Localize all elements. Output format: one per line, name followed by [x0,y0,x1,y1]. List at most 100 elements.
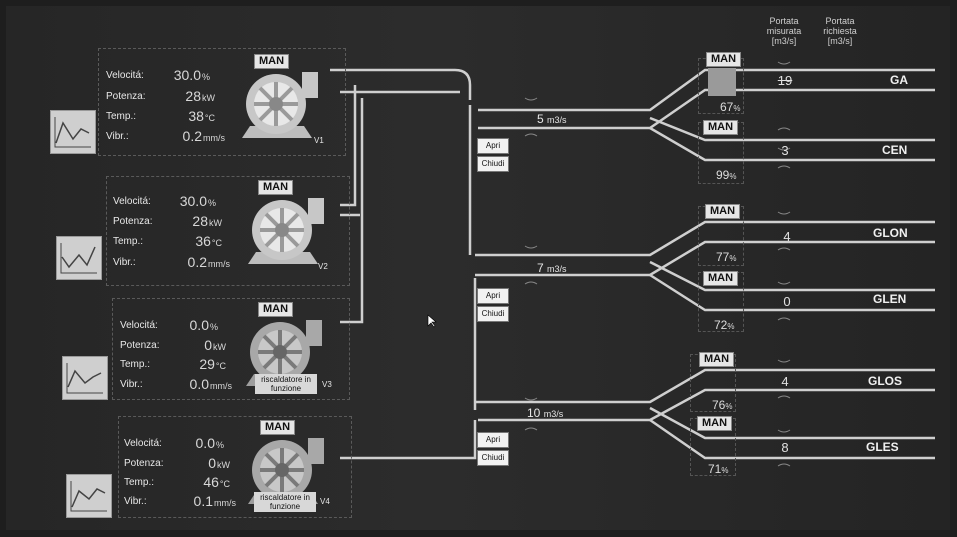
pipe-fan3-out [340,98,364,324]
fan-icon [242,72,318,138]
measured-flow: 3 [781,143,789,158]
measured-flow: 4 [781,374,789,389]
pipe-fan4-out [340,420,477,460]
branch-name: GA [890,73,908,87]
header-3 [473,278,935,422]
value-speed: 30.0% [179,193,216,209]
label-speed: Velocitá: [120,320,158,331]
label-vibr: Vibr.: [124,496,147,507]
branch-name: CEN [882,143,908,157]
header-2 [475,220,935,277]
measured-flow: 19 [777,73,793,88]
label-vibr: Vibr.: [106,131,129,142]
label-power: Potenza: [120,340,160,351]
value-temp: 36°C [195,233,222,249]
heater-status: riscaldatore in funzione [255,374,317,394]
branch-name: GLEN [873,292,907,306]
branch-name: GLES [866,440,899,454]
valve-icon[interactable] [708,68,736,96]
pipe-fan2-out [340,85,360,217]
label-power: Potenza: [106,91,146,102]
fan-panel-v3[interactable] [112,298,350,400]
label-vibr: Vibr.: [113,257,136,268]
value-speed: 30.0% [173,67,210,83]
fan-panel-v2[interactable] [106,176,350,286]
open-button-1[interactable]: Apri [477,138,509,154]
label-temp: Temp.: [120,359,151,370]
valve-opening: 77% [716,250,737,264]
label-vibr: Vibr.: [120,379,143,390]
label-speed: Velocitá: [106,70,144,81]
measured-flow: 4 [783,229,791,244]
close-button-2[interactable]: Chiudi [477,306,509,322]
valve-opening: 71% [708,462,729,476]
valve-opening: 67% [720,100,741,114]
value-power: 0kW [204,337,226,353]
value-power: 28kW [185,88,215,104]
fan-panel-v1[interactable] [98,48,346,156]
value-vibr: 0.0mm/s [189,376,232,392]
header-1b [649,116,935,162]
label-power: Potenza: [113,216,153,227]
mode-badge[interactable]: MAN [258,180,294,195]
label-temp: Temp.: [124,477,155,488]
mode-badge[interactable]: MAN [260,420,296,435]
close-button-3[interactable]: Chiudi [477,450,509,466]
trend-chart-icon[interactable] [56,236,102,280]
branch-name: GLOS [868,374,903,388]
header-requested: Portata richiesta [m3/s] [823,16,857,46]
mode-badge[interactable]: MAN [706,52,742,67]
fan-id: V4 [320,497,330,506]
value-temp: 46°C [203,474,230,490]
value-vibr: 0.2mm/s [187,254,230,270]
value-power: 0kW [208,455,230,471]
measured-flow: 0 [783,294,791,309]
trend-chart-icon[interactable] [62,356,108,400]
value-temp: 29°C [199,356,226,372]
value-speed: 0.0% [195,435,224,451]
heater-status: riscaldatore in funzione [254,492,316,512]
open-button-3[interactable]: Apri [477,432,509,448]
main-flow-3: 10 m3/s [527,406,564,420]
mode-badge[interactable]: MAN [703,120,739,135]
label-temp: Temp.: [106,111,137,122]
mode-badge[interactable]: MAN [703,271,739,286]
fan-icon [248,198,324,264]
label-temp: Temp.: [113,236,144,247]
value-speed: 0.0% [189,317,218,333]
mouse-cursor-icon [427,314,437,328]
header-2b [649,260,935,312]
open-button-2[interactable]: Apri [477,288,509,304]
close-button-1[interactable]: Chiudi [477,156,509,172]
value-vibr: 0.2mm/s [182,128,225,144]
main-flow-2: 7 m3/s [537,261,567,275]
valve-opening: 72% [714,318,735,332]
trend-chart-icon[interactable] [50,110,96,154]
pipe-fan1-out [330,68,472,100]
main-flow-1: 5 m3/s [537,112,567,126]
measured-flow: 8 [781,440,789,455]
branch-name: GLON [873,226,908,240]
label-speed: Velocitá: [124,438,162,449]
valve-opening: 99% [716,168,737,182]
value-temp: 38°C [188,108,215,124]
fan-panel-v4[interactable] [118,416,352,518]
mode-badge[interactable]: MAN [699,352,735,367]
header-1 [468,68,935,255]
header-measured: Portata misurata [m3/s] [766,16,802,46]
mode-badge[interactable]: MAN [705,204,741,219]
value-vibr: 0.1mm/s [193,493,236,509]
header-3b [649,406,935,460]
trend-chart-icon[interactable] [66,474,112,518]
value-power: 28kW [192,213,222,229]
label-power: Potenza: [124,458,164,469]
mode-badge[interactable]: MAN [697,416,733,431]
fan-id: V1 [314,136,324,145]
mode-badge[interactable]: MAN [254,54,290,69]
fan-id: V3 [322,380,332,389]
mode-badge[interactable]: MAN [258,302,294,317]
fan-id: V2 [318,262,328,271]
valve-opening: 76% [712,398,733,412]
